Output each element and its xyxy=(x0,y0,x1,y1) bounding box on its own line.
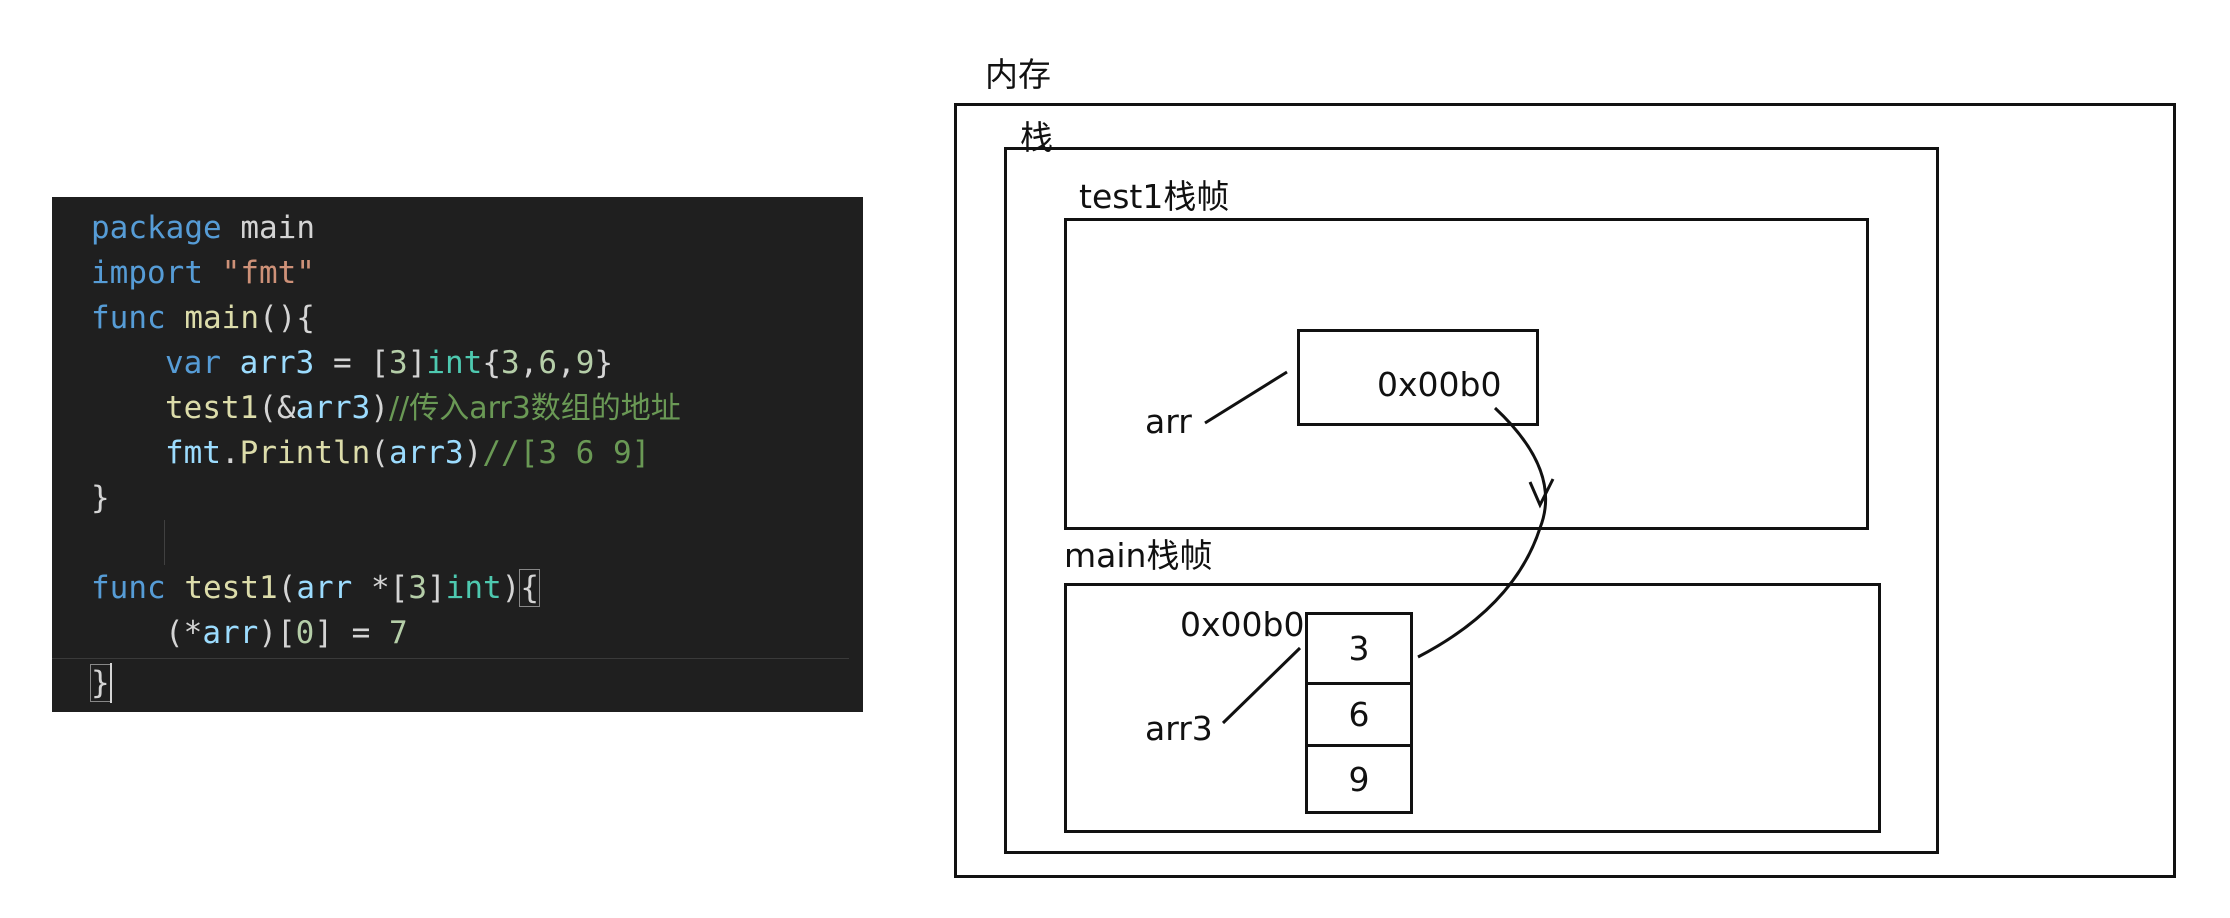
array-cell-0: 3 xyxy=(1308,615,1410,685)
array-cell-2-value: 9 xyxy=(1348,759,1370,799)
pointer-value-box xyxy=(1297,329,1539,426)
pointer-arrow-line xyxy=(1417,406,1548,659)
array-cell-2: 9 xyxy=(1308,747,1410,811)
array-box: 3 6 9 xyxy=(1305,612,1413,814)
code-line-5: test1(&arr3)//传入arr3数组的地址 xyxy=(165,390,681,426)
pointer-arrow-head xyxy=(1528,478,1555,509)
code-line-9: func test1(arr *[3]int){ xyxy=(91,569,540,607)
arr-var-label: arr xyxy=(1145,402,1192,441)
array-cell-1: 6 xyxy=(1308,685,1410,747)
code-line-11: } xyxy=(90,661,111,705)
main-frame-label: main栈帧 xyxy=(1064,536,1213,575)
main-frame-box xyxy=(1064,583,1881,833)
code-line-10: (*arr)[0] = 7 xyxy=(165,615,408,651)
matching-bracket: { xyxy=(519,569,540,607)
code-line-4: var arr3 = [3]int{3,6,9} xyxy=(165,345,614,381)
code-editor: package main import "fmt" func main(){ v… xyxy=(52,197,863,712)
memory-box xyxy=(954,103,2176,878)
code-line-2: import "fmt" xyxy=(91,255,315,291)
arr-link-line xyxy=(1204,370,1288,425)
array-address-label: 0x00b0 xyxy=(1180,605,1305,644)
stack-box xyxy=(1004,147,1939,854)
test1-frame-label: test1栈帧 xyxy=(1079,177,1230,216)
code-line-1: package main xyxy=(91,210,315,246)
memory-label: 内存 xyxy=(985,55,1051,94)
code-line-7: } xyxy=(91,480,110,516)
array-cell-0-value: 3 xyxy=(1348,629,1370,668)
text-caret xyxy=(110,663,112,703)
matching-bracket-close: } xyxy=(90,664,111,702)
array-cell-1-value: 6 xyxy=(1348,695,1370,734)
code-line-6: fmt.Println(arr3)//[3 6 9] xyxy=(165,435,651,471)
indent-guide xyxy=(164,520,165,565)
pointer-value: 0x00b0 xyxy=(1377,365,1502,404)
code-line-3: func main(){ xyxy=(91,300,315,336)
current-line-highlight xyxy=(52,658,849,659)
arr3-link-line xyxy=(1221,646,1302,725)
test1-frame-box xyxy=(1064,218,1869,530)
arr3-var-label: arr3 xyxy=(1145,709,1213,748)
